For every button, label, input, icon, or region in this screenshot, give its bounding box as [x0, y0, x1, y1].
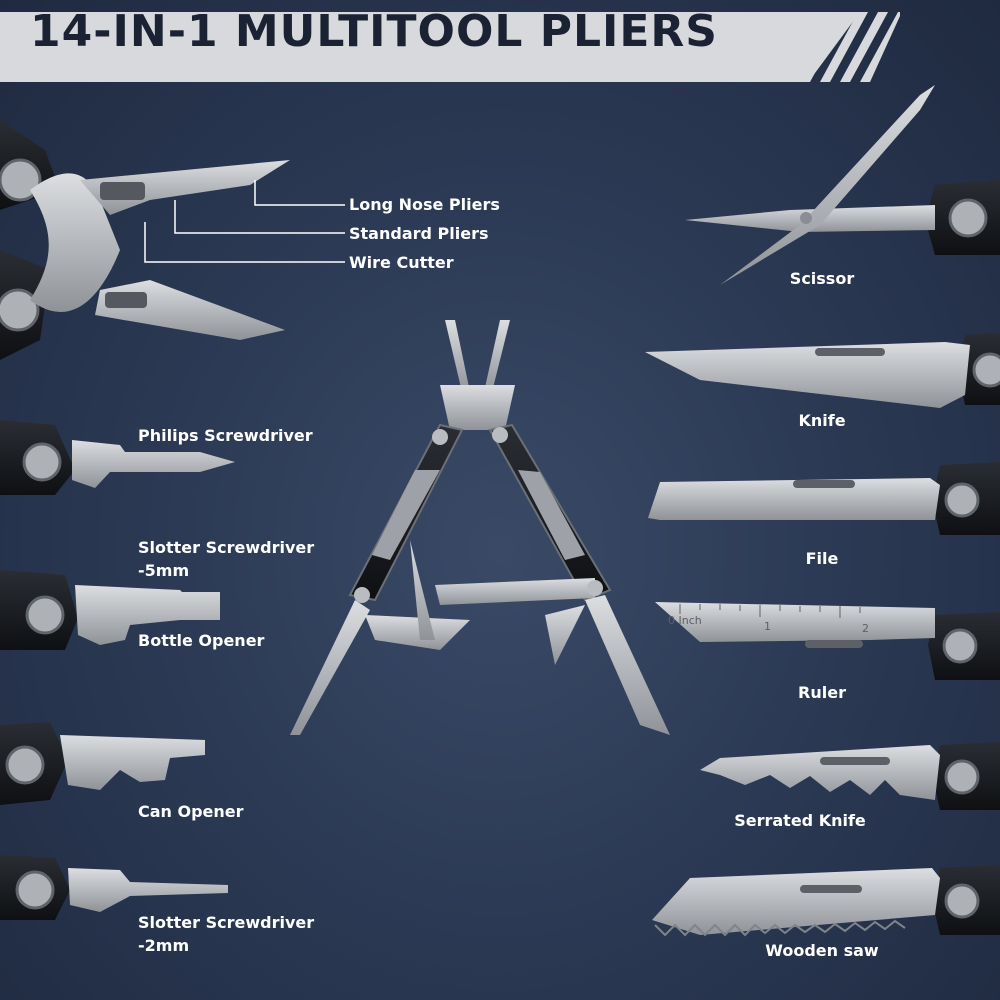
label-slotter-2mm: Slotter Screwdriver: [138, 913, 315, 932]
title-banner: [0, 12, 860, 82]
label-ruler: Ruler: [798, 683, 846, 702]
label-long-nose-pliers: Long Nose Pliers: [349, 195, 500, 214]
label-philips-screwdriver: Philips Screwdriver: [138, 426, 313, 445]
label-knife: Knife: [798, 411, 846, 430]
scissor-illustration: [685, 85, 1000, 285]
ruler-mark-zero: 0 Inch: [668, 614, 702, 627]
label-wire-cutter: Wire Cutter: [349, 253, 454, 272]
serrated-knife-illustration: [700, 742, 1000, 810]
philips-screwdriver-illustration: [0, 420, 235, 495]
label-slotter-5mm: Slotter Screwdriver: [138, 538, 315, 557]
callout-lines: [144, 180, 345, 263]
label-serrated-knife: Serrated Knife: [734, 811, 866, 830]
slotter-2mm-illustration: [0, 855, 228, 920]
ruler-illustration: [655, 602, 1000, 680]
label-file: File: [805, 549, 839, 568]
file-illustration: [648, 462, 1000, 535]
knife-illustration: [645, 333, 1000, 408]
page-title: 14-IN-1 MULTITOOL PLIERS: [30, 6, 718, 57]
can-opener-illustration: [0, 722, 205, 805]
bottle-opener-illustration: [0, 570, 220, 650]
banner-stripes: [800, 12, 900, 82]
label-wooden-saw: Wooden saw: [765, 941, 879, 960]
label-slotter-2mm-size: -2mm: [138, 936, 190, 955]
ruler-mark-two: 2: [862, 622, 869, 635]
label-bottle-opener: Bottle Opener: [138, 631, 265, 650]
wooden-saw-illustration: [652, 865, 1000, 937]
label-scissor: Scissor: [789, 269, 855, 288]
label-standard-pliers: Standard Pliers: [349, 224, 489, 243]
multitool-center-illustration: [290, 320, 670, 735]
label-slotter-5mm-size: -5mm: [138, 561, 190, 580]
ruler-mark-one: 1: [764, 620, 771, 633]
pliers-head-illustration: [0, 120, 290, 360]
label-can-opener: Can Opener: [138, 802, 244, 821]
